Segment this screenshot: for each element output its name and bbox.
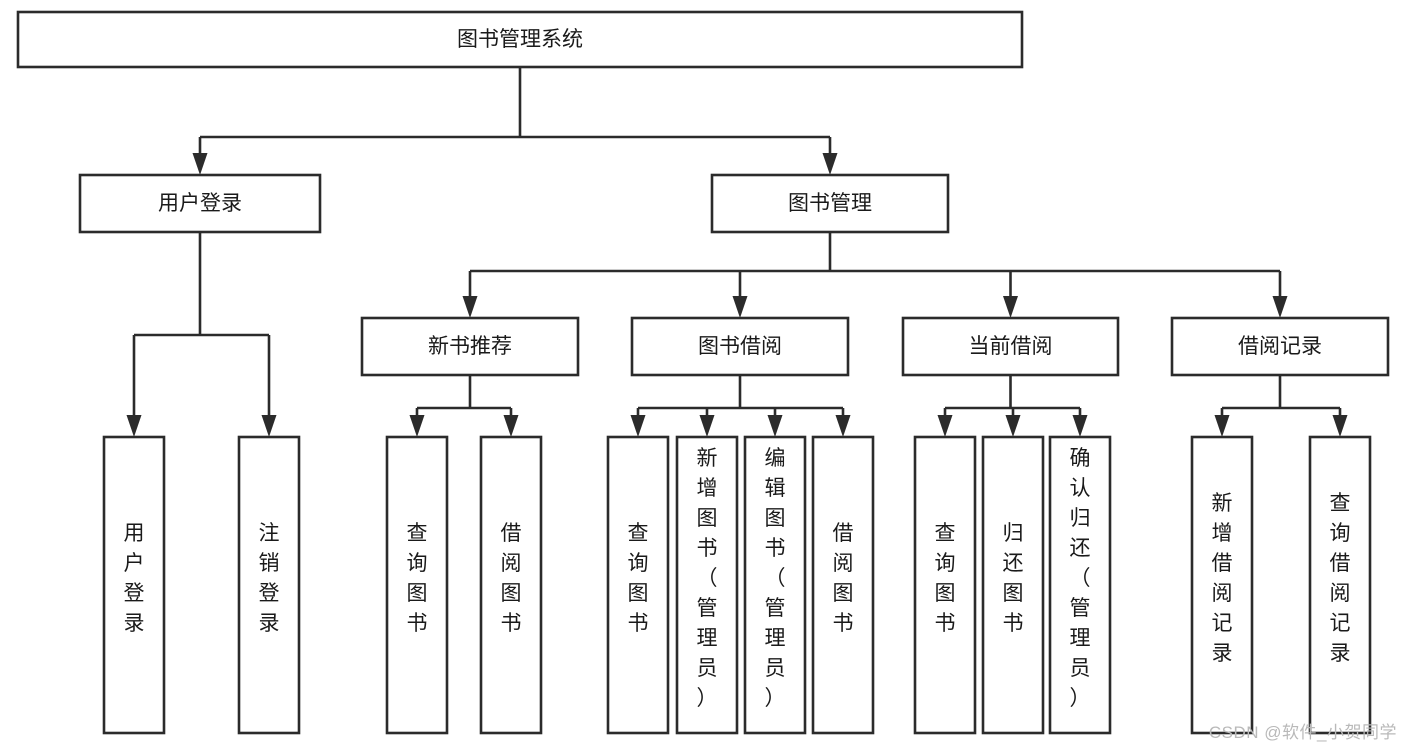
node-box[interactable]	[606, 435, 670, 735]
node-leaf-user-logout[interactable]: 注销登录	[237, 435, 301, 735]
connector-group	[409, 375, 519, 437]
arrow-head-icon	[937, 415, 953, 437]
node-new-book-rec[interactable]: 新书推荐	[360, 316, 580, 377]
node-box[interactable]	[743, 435, 807, 735]
node-label: 查询图书	[628, 522, 649, 635]
node-box[interactable]	[78, 173, 322, 234]
watermark-label: CSDN @软件_小贺同学	[1208, 723, 1397, 742]
node-label: 图书管理	[788, 192, 872, 215]
node-label: 查询图书	[935, 522, 956, 635]
arrow-head-icon	[1272, 296, 1288, 318]
node-box[interactable]	[1048, 435, 1112, 735]
node-leaf-user-login[interactable]: 用户登录	[102, 435, 166, 735]
node-leaf-query-record[interactable]: 查询借阅记录	[1308, 435, 1372, 735]
node-current-borrow[interactable]: 当前借阅	[901, 316, 1120, 377]
node-leaf-confirm-return[interactable]: 确认归还（管理员）	[1048, 435, 1112, 735]
node-box[interactable]	[479, 435, 543, 735]
arrow-head-icon	[1214, 415, 1230, 437]
arrow-head-icon	[699, 415, 715, 437]
arrow-head-icon	[1072, 415, 1088, 437]
node-box[interactable]	[1190, 435, 1254, 735]
node-box[interactable]	[102, 435, 166, 735]
node-label: 归还图书	[1003, 522, 1024, 635]
node-leaf-add-record[interactable]: 新增借阅记录	[1190, 435, 1254, 735]
connector-group	[126, 232, 277, 437]
node-label: 借阅图书	[501, 522, 522, 635]
arrow-head-icon	[835, 415, 851, 437]
node-box[interactable]	[16, 10, 1024, 69]
arrow-head-icon	[503, 415, 519, 437]
node-leaf-query-book-2[interactable]: 查询图书	[606, 435, 670, 735]
node-book-borrow[interactable]: 图书借阅	[630, 316, 850, 377]
node-box[interactable]	[710, 173, 950, 234]
node-label: 借阅图书	[833, 522, 854, 635]
node-box[interactable]	[630, 316, 850, 377]
node-label: 编辑图书（管理员）	[765, 447, 786, 710]
node-label: 用户登录	[124, 522, 145, 635]
node-box[interactable]	[385, 435, 449, 735]
node-box[interactable]	[901, 316, 1120, 377]
node-leaf-query-book-3[interactable]: 查询图书	[913, 435, 977, 735]
node-layer: 图书管理系统用户登录图书管理新书推荐图书借阅当前借阅借阅记录用户登录注销登录查询…	[16, 10, 1390, 735]
node-box[interactable]	[360, 316, 580, 377]
connector-group	[937, 375, 1088, 437]
node-label: 新增借阅记录	[1212, 492, 1233, 665]
node-book-manage[interactable]: 图书管理	[710, 173, 950, 234]
node-box[interactable]	[237, 435, 301, 735]
arrow-head-icon	[630, 415, 646, 437]
connector-group	[192, 67, 838, 175]
node-leaf-add-book[interactable]: 新增图书（管理员）	[675, 435, 739, 735]
node-box[interactable]	[811, 435, 875, 735]
arrow-head-icon	[767, 415, 783, 437]
arrow-head-icon	[261, 415, 277, 437]
node-leaf-borrow-book-1[interactable]: 借阅图书	[479, 435, 543, 735]
arrow-head-icon	[1003, 296, 1018, 318]
node-label: 查询图书	[407, 522, 428, 635]
connector-group	[462, 232, 1288, 318]
arrow-head-icon	[732, 296, 748, 318]
node-label: 借阅记录	[1238, 335, 1322, 358]
connector-group	[1214, 375, 1348, 437]
arrow-head-icon	[1332, 415, 1348, 437]
node-leaf-return-book[interactable]: 归还图书	[981, 435, 1045, 735]
node-box[interactable]	[675, 435, 739, 735]
node-box[interactable]	[913, 435, 977, 735]
arrow-head-icon	[126, 415, 142, 437]
node-label: 当前借阅	[969, 335, 1053, 358]
node-label: 确认归还（管理员）	[1070, 447, 1091, 710]
node-leaf-edit-book[interactable]: 编辑图书（管理员）	[743, 435, 807, 735]
node-user-login[interactable]: 用户登录	[78, 173, 322, 234]
node-label: 注销登录	[259, 522, 280, 635]
node-root[interactable]: 图书管理系统	[16, 10, 1024, 69]
arrow-head-icon	[462, 296, 478, 318]
node-box[interactable]	[1170, 316, 1390, 377]
node-leaf-borrow-book-2[interactable]: 借阅图书	[811, 435, 875, 735]
node-box[interactable]	[1308, 435, 1372, 735]
arrow-head-icon	[192, 153, 208, 175]
node-borrow-record[interactable]: 借阅记录	[1170, 316, 1390, 377]
node-label: 用户登录	[158, 192, 242, 215]
arrow-head-icon	[822, 153, 838, 175]
node-label: 图书借阅	[698, 335, 782, 358]
node-leaf-query-book-1[interactable]: 查询图书	[385, 435, 449, 735]
node-label: 新增图书（管理员）	[697, 447, 718, 710]
connector-group	[630, 375, 851, 437]
node-box[interactable]	[981, 435, 1045, 735]
arrow-head-icon	[1005, 415, 1021, 437]
node-label: 图书管理系统	[457, 28, 583, 51]
connector-layer	[126, 67, 1348, 437]
node-label: 新书推荐	[428, 335, 512, 358]
node-label: 查询借阅记录	[1330, 492, 1351, 665]
arrow-head-icon	[409, 415, 425, 437]
